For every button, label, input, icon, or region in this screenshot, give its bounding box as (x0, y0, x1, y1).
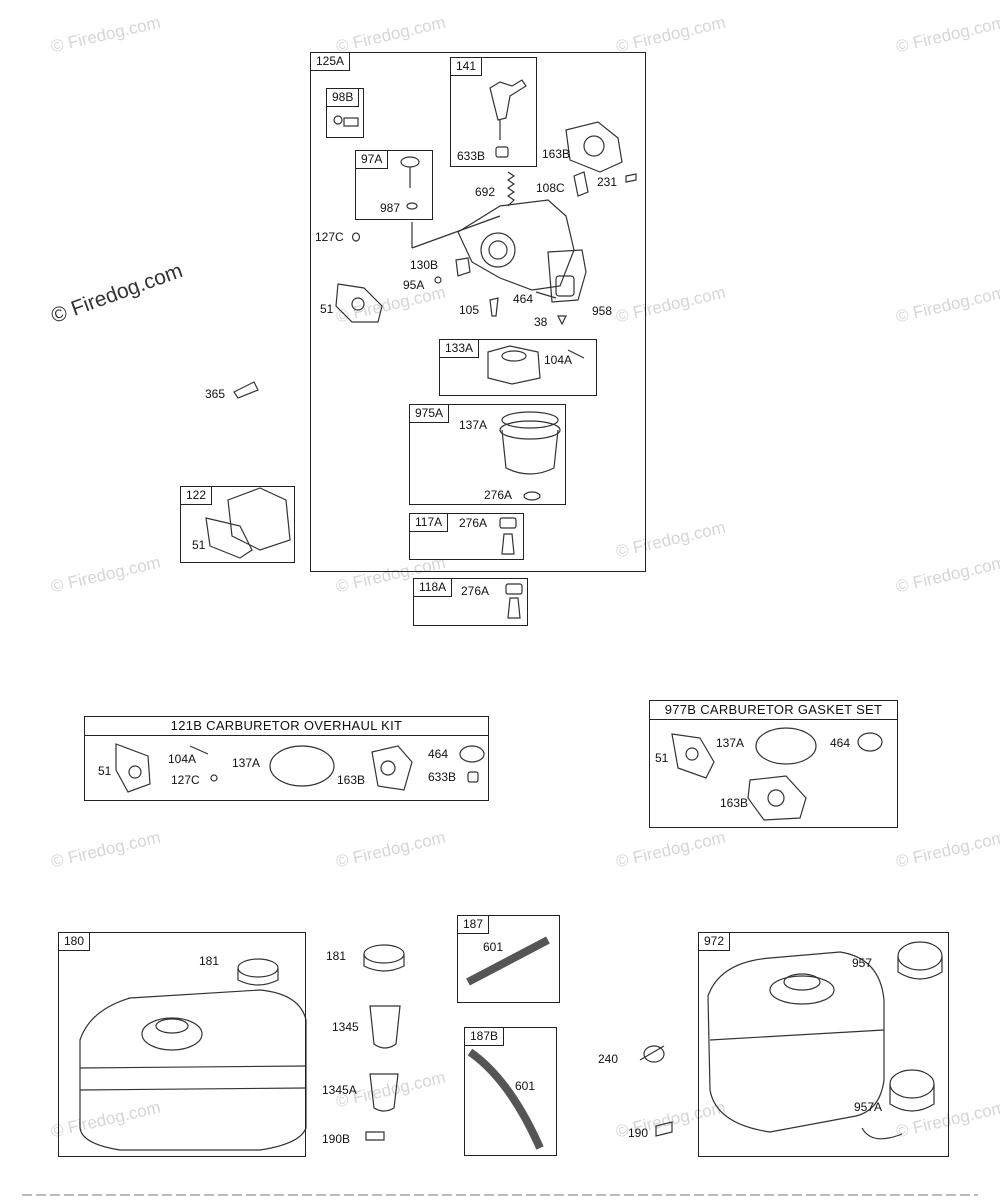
label-276A: 276A (459, 516, 488, 530)
label-163B: 163B (720, 796, 749, 810)
label-104A: 104A (544, 353, 573, 367)
label-181: 181 (199, 954, 220, 968)
label-163B: 163B (542, 147, 571, 161)
bottom-border-strip (22, 1194, 978, 1196)
label-957A: 957A (854, 1100, 883, 1114)
label-108C: 108C (536, 181, 565, 195)
part-180-tag: 180 (59, 933, 91, 951)
part-118A-tag: 118A (414, 579, 453, 597)
label-276A: 276A (484, 488, 513, 502)
label-105: 105 (459, 303, 480, 317)
label-104A: 104A (168, 752, 197, 766)
label-38: 38 (534, 315, 548, 329)
label-51: 51 (320, 302, 334, 316)
gasket-set-box: 977B CARBURETOR GASKET SET (649, 700, 898, 828)
part-187B-box: 187B (464, 1027, 557, 1156)
label-137A: 137A (232, 756, 261, 770)
part-97A-box: 97A (355, 150, 433, 220)
part-141-tag: 141 (451, 58, 483, 76)
label-987: 987 (380, 201, 401, 215)
label-957: 957 (852, 956, 873, 970)
label-130B: 130B (410, 258, 439, 272)
part-122-tag: 122 (181, 487, 213, 505)
label-1345A: 1345A (322, 1083, 357, 1097)
part-98B-tag: 98B (327, 89, 360, 107)
label-127C: 127C (315, 230, 344, 244)
label-231: 231 (597, 175, 618, 189)
label-51: 51 (655, 751, 669, 765)
label-190B: 190B (322, 1132, 351, 1146)
part-187-tag: 187 (458, 916, 490, 934)
part-972-tag: 972 (699, 933, 731, 951)
part-180-box: 180 (58, 932, 306, 1157)
carburetor-assembly-tag: 125A (311, 53, 351, 71)
label-137A: 137A (459, 418, 488, 432)
part-122-box: 122 (180, 486, 295, 563)
part-118A-box: 118A (413, 578, 528, 626)
label-181: 181 (326, 949, 347, 963)
part-133A-tag: 133A (440, 340, 480, 358)
label-51: 51 (98, 764, 112, 778)
label-1345: 1345 (332, 1020, 359, 1034)
part-133A-box: 133A (439, 339, 597, 396)
part-117A-tag: 117A (410, 514, 449, 532)
overhaul-kit-title: 121B CARBURETOR OVERHAUL KIT (85, 717, 488, 736)
label-95A: 95A (403, 278, 425, 292)
label-51: 51 (192, 538, 206, 552)
label-464: 464 (830, 736, 851, 750)
label-692: 692 (475, 185, 496, 199)
label-633B: 633B (428, 770, 457, 784)
label-365: 365 (205, 387, 226, 401)
label-958: 958 (592, 304, 613, 318)
part-97A-tag: 97A (356, 151, 389, 169)
part-975A-box: 975A (409, 404, 566, 505)
part-141-box: 141 (450, 57, 537, 167)
label-601: 601 (483, 940, 504, 954)
label-276A: 276A (461, 584, 490, 598)
gasket-set-title: 977B CARBURETOR GASKET SET (650, 701, 897, 720)
carburetor-assembly-box: 125A (310, 52, 646, 572)
part-975A-tag: 975A (410, 405, 450, 423)
label-137A: 137A (716, 736, 745, 750)
part-98B-box: 98B (326, 88, 364, 138)
label-163B: 163B (337, 773, 366, 787)
label-464: 464 (428, 747, 449, 761)
label-190: 190 (628, 1126, 649, 1140)
part-187B-tag: 187B (465, 1028, 505, 1046)
part-187-box: 187 (457, 915, 560, 1003)
label-240: 240 (598, 1052, 619, 1066)
label-464: 464 (513, 292, 534, 306)
label-127C: 127C (171, 773, 200, 787)
part-972-box: 972 (698, 932, 949, 1157)
overhaul-kit-box: 121B CARBURETOR OVERHAUL KIT (84, 716, 489, 801)
label-633B: 633B (457, 149, 486, 163)
label-601: 601 (515, 1079, 536, 1093)
part-117A-box: 117A (409, 513, 524, 560)
